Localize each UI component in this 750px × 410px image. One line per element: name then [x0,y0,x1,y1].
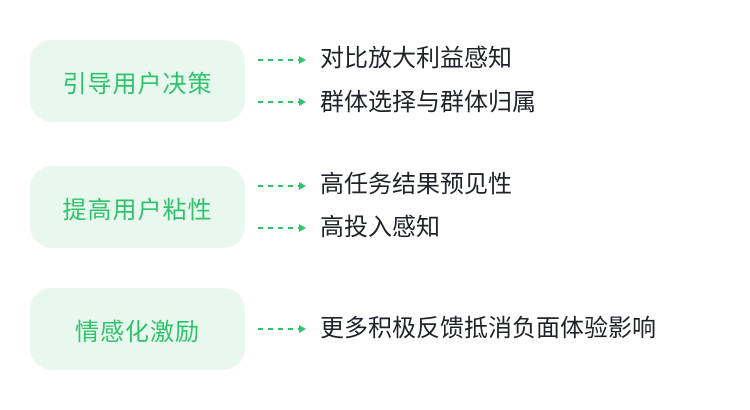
dashed-arrow-icon [258,56,306,64]
dashed-arrow-icon [258,182,306,190]
group-item: 更多积极反馈抵消负面体验影响 [320,314,656,342]
group-box-emotional-incentive: 情感化激励 [30,288,245,370]
dashed-arrow-icon [258,325,306,333]
group-item: 群体选择与群体归属 [320,88,536,116]
dashed-arrow-icon [258,98,306,106]
dashed-arrow-icon [258,224,306,232]
group-item: 对比放大利益感知 [320,44,512,72]
group-box-guide-decision: 引导用户决策 [30,40,245,122]
group-item: 高投入感知 [320,213,440,241]
group-item: 高任务结果预见性 [320,170,512,198]
group-box-user-stickiness: 提高用户粘性 [30,166,245,248]
